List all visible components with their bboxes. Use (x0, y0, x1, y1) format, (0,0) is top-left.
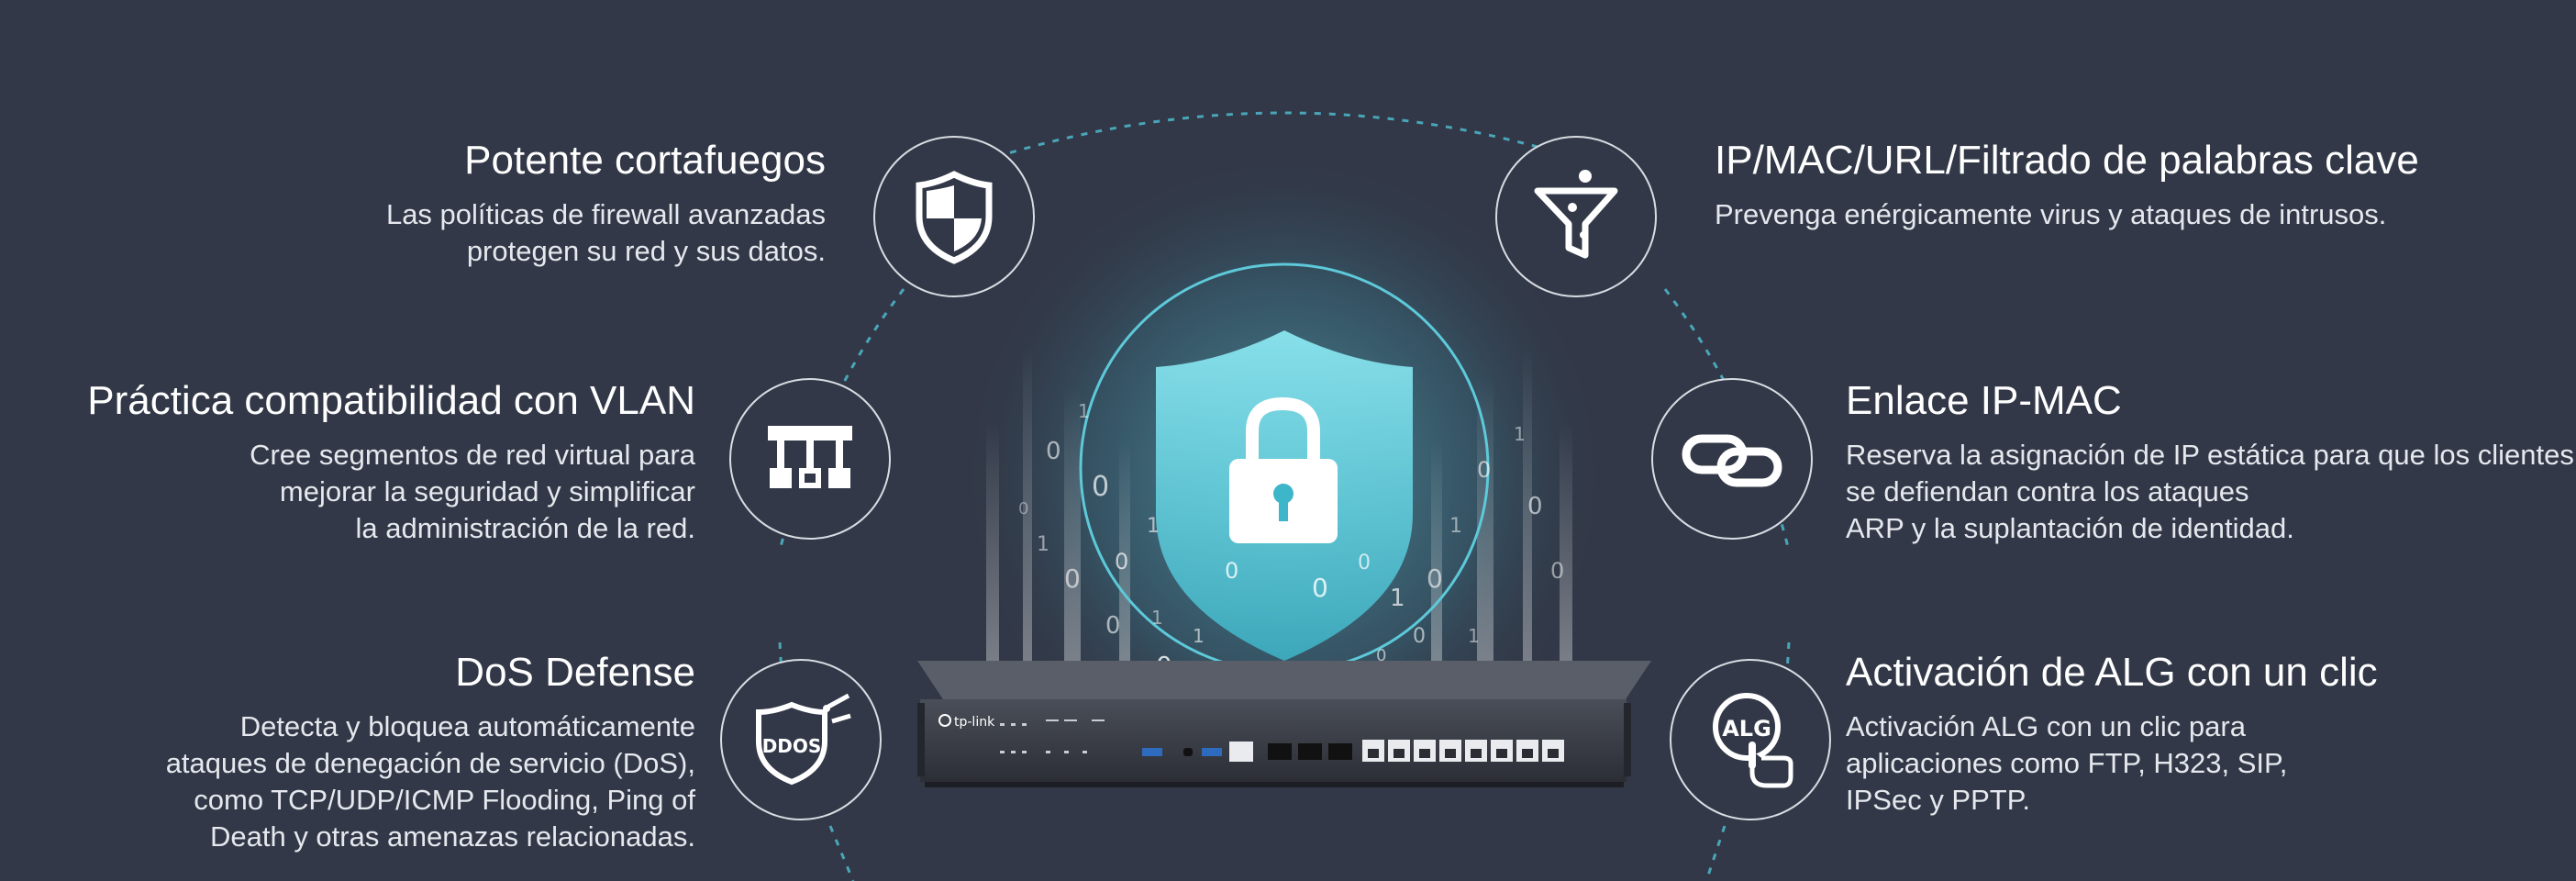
svg-text:0: 0 (1064, 563, 1081, 594)
svg-text:1: 1 (1193, 625, 1205, 647)
feature-description-line: Las políticas de firewall avanzadas (385, 198, 826, 230)
firewall-icon-circle (873, 136, 1035, 297)
feature-description: Reserva la asignación de IP estática par… (1846, 437, 2574, 547)
vlan-network-icon (768, 426, 852, 488)
light-beams (986, 349, 1572, 661)
svg-text:0: 0 (1018, 499, 1028, 519)
ipmac-icon-circle (1651, 378, 1813, 540)
feature-description-line: la administración de la red. (355, 512, 695, 544)
feature-description-line: Reserva la asignación de IP estática par… (1846, 439, 2574, 471)
feature-description-line: mejorar la seguridad y simplificar (279, 475, 695, 507)
ddos-icon-label: DDOS (762, 735, 822, 757)
feature-filter: IP/MAC/URL/Filtrado de palabras clave Pr… (1715, 136, 2419, 233)
feature-description-line: ataques de denegación de servicio (DoS), (165, 747, 695, 779)
feature-title: Práctica compatibilidad con VLAN (87, 378, 695, 423)
feature-description-line: Detecta y bloquea automáticamente (239, 710, 695, 742)
svg-text:1: 1 (1390, 585, 1405, 612)
feature-description-line: Prevenga enérgicamente virus y ataques d… (1715, 198, 2387, 230)
feature-title: Enlace IP-MAC (1846, 378, 2122, 423)
svg-text:1: 1 (1449, 515, 1462, 538)
ddos-shield-icon: DDOS (756, 693, 851, 786)
alg-icon-circle: ALG (1670, 659, 1831, 820)
feature-title: Potente cortafuegos (464, 138, 826, 183)
alg-touch-icon: ALG (1713, 693, 1793, 788)
svg-text:0: 0 (1376, 646, 1386, 665)
svg-text:0: 0 (1527, 493, 1543, 520)
feature-firewall: Potente cortafuegos Las políticas de fir… (386, 136, 826, 270)
feature-description-line: como TCP/UDP/ICMP Flooding, Ping of (194, 784, 695, 816)
feature-alg: Activación de ALG con un clic Activación… (1846, 648, 2378, 819)
svg-text:0: 0 (1105, 612, 1121, 640)
svg-text:1: 1 (1303, 511, 1318, 539)
svg-text:0: 0 (1092, 471, 1109, 503)
feature-description: Activación ALG con un clic para aplicaci… (1846, 708, 2378, 819)
alg-icon-label: ALG (1722, 716, 1771, 742)
feature-description-line: Cree segmentos de red virtual para (250, 439, 695, 471)
svg-text:1: 1 (1468, 625, 1480, 647)
svg-text:0: 0 (1550, 558, 1564, 584)
feature-vlan: Práctica compatibilidad con VLAN Cree se… (87, 376, 695, 547)
feature-description-line: aplicaciones como FTP, H323, SIP, (1846, 747, 2288, 779)
filter-icon-circle (1495, 136, 1657, 297)
feature-description: Prevenga enérgicamente virus y ataques d… (1715, 196, 2419, 233)
svg-text:0: 0 (1312, 573, 1328, 603)
svg-text:0: 0 (1243, 515, 1255, 537)
svg-text:1: 1 (1514, 423, 1526, 445)
svg-text:1: 1 (1078, 400, 1090, 422)
feature-title: IP/MAC/URL/Filtrado de palabras clave (1715, 138, 2419, 183)
svg-text:0: 0 (1427, 563, 1443, 594)
svg-text:1: 1 (1037, 533, 1049, 556)
svg-text:0: 0 (1413, 625, 1426, 648)
feature-description-line: Activación ALG con un clic para (1846, 710, 2246, 742)
feature-description-line: ARP y la suplantación de identidad. (1846, 512, 2294, 544)
feature-title: DoS Defense (455, 650, 695, 695)
vlan-icon-circle (729, 378, 891, 540)
svg-text:1: 1 (1151, 607, 1163, 629)
router-device: tp-link (917, 661, 1651, 787)
svg-text:0: 0 (1046, 438, 1061, 465)
svg-text:0: 0 (1225, 558, 1238, 584)
chain-link-icon (1682, 434, 1782, 487)
svg-text:0: 0 (1358, 552, 1371, 574)
feature-description-line: IPSec y PPTP. (1846, 784, 2031, 816)
feature-description: Cree segmentos de red virtual para mejor… (87, 437, 695, 547)
feature-title: Activación de ALG con un clic (1846, 650, 2378, 695)
svg-text:0: 0 (1477, 457, 1491, 483)
feature-description-line: protegen su red y sus datos. (466, 235, 826, 267)
filter-funnel-icon (1534, 170, 1618, 259)
svg-text:0: 0 (1115, 549, 1128, 574)
feature-description-line: Death y otras amenazas relacionadas. (209, 820, 695, 853)
feature-ipmac: Enlace IP-MAC Reserva la asignación de I… (1846, 376, 2574, 547)
feature-description: Las políticas de firewall avanzadas prot… (386, 196, 826, 270)
feature-dos: DoS Defense Detecta y bloquea automática… (166, 648, 695, 855)
feature-description: Detecta y bloquea automáticamente ataque… (166, 708, 695, 855)
brand-logo-text: tp-link (954, 715, 995, 730)
feature-description-line: se defiendan contra los ataques (1846, 475, 2249, 507)
dos-icon-circle: DDOS (720, 659, 882, 820)
svg-text:1: 1 (1147, 515, 1160, 538)
padlock-icon (1229, 396, 1338, 543)
shield-icon (916, 171, 993, 264)
